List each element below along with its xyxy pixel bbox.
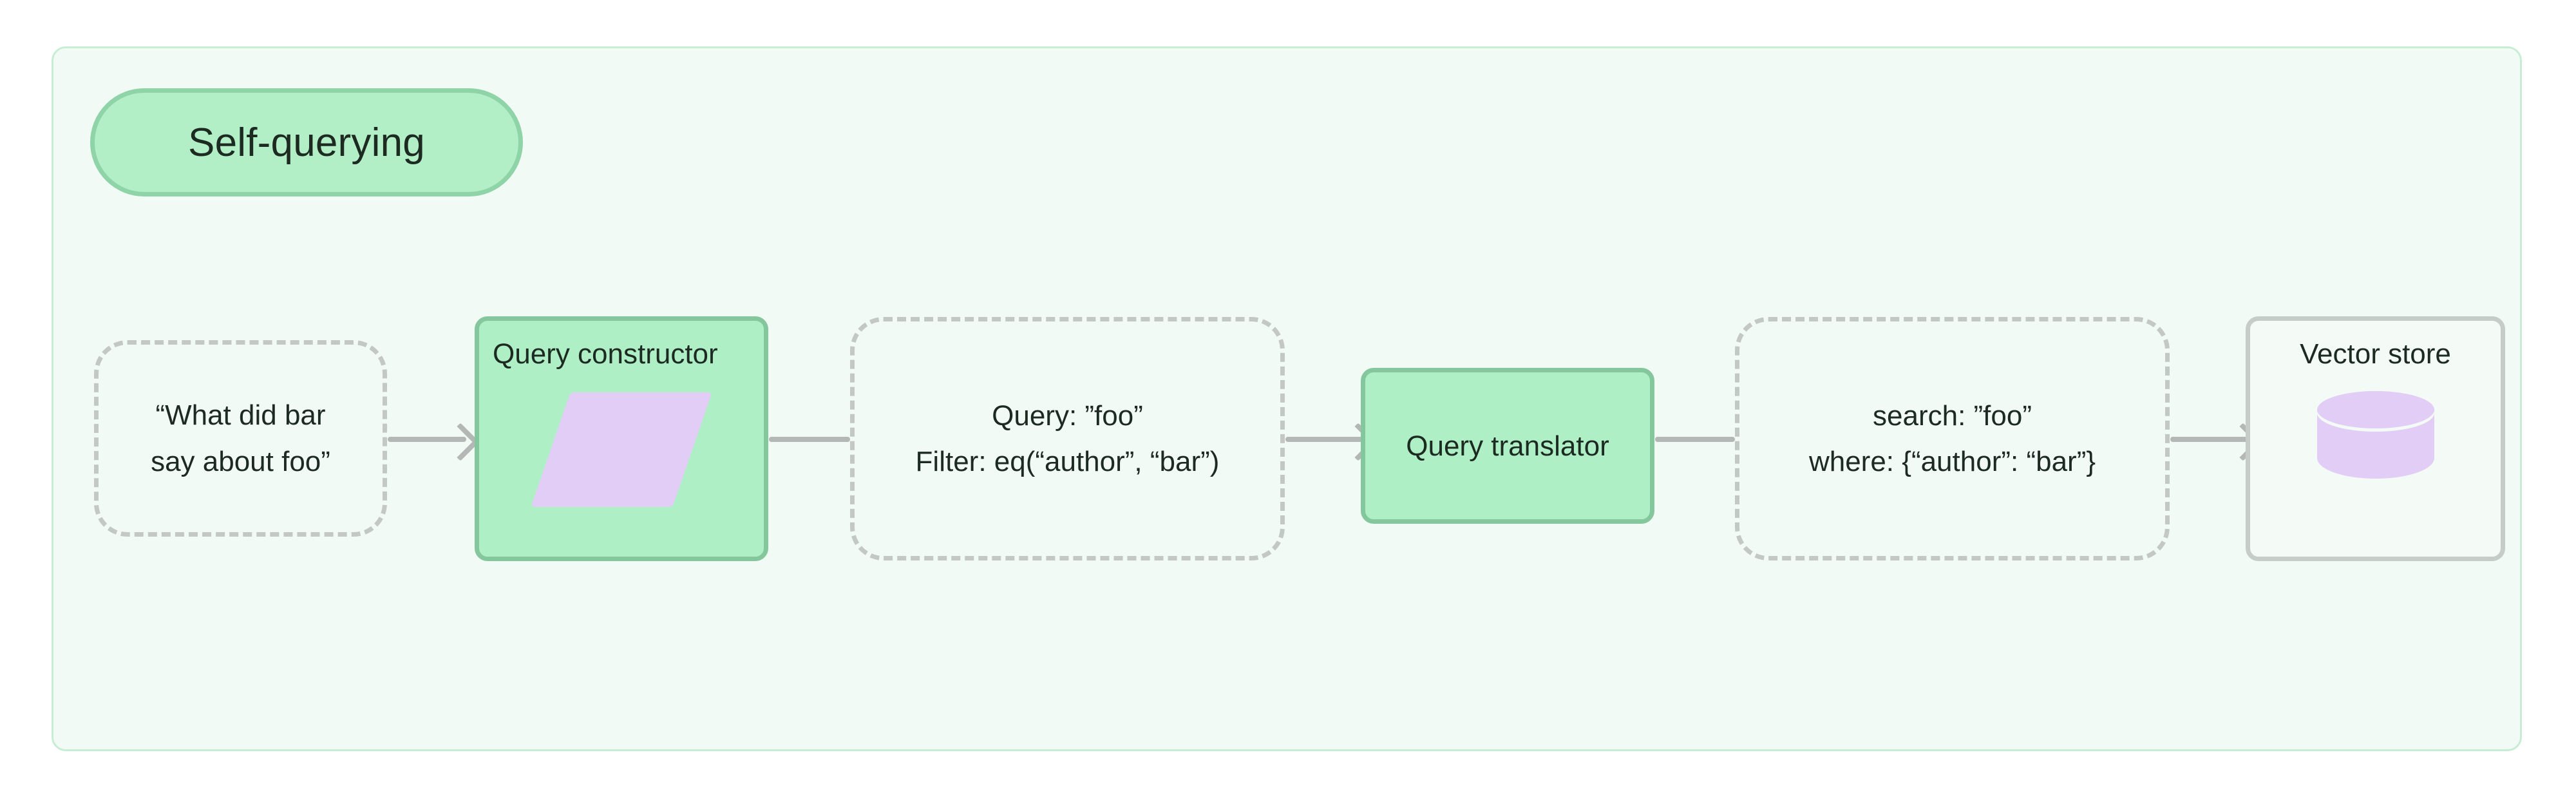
edge-user-question-to-query-constructor <box>388 437 466 442</box>
query-constructor-label: Query constructor <box>493 338 718 370</box>
node-structured-query[interactable]: Query: ”foo” Filter: eq(“author”, “bar”) <box>850 317 1285 560</box>
node-query-translator[interactable]: Query translator <box>1361 368 1654 524</box>
node-native-query[interactable]: search: ”foo” where: {“author”: “bar”} <box>1735 317 2170 560</box>
parallelogram-icon <box>531 392 712 507</box>
vector-store-label: Vector store <box>2300 338 2451 370</box>
cylinder-top <box>2316 391 2434 428</box>
subgraph-title-label: Self-querying <box>188 120 425 165</box>
user-question-line-1: “What did bar <box>155 399 326 432</box>
native-query-line-1: search: ”foo” <box>1873 399 2032 432</box>
query-translator-label: Query translator <box>1406 430 1609 462</box>
node-user-question[interactable]: “What did bar say about foo” <box>94 340 387 537</box>
edge-query-constructor-to-structured-query <box>769 437 850 442</box>
native-query-line-2: where: {“author”: “bar”} <box>1808 446 2096 477</box>
edge-structured-query-to-query-translator <box>1285 437 1364 442</box>
node-query-constructor[interactable]: Query constructor <box>475 316 768 561</box>
node-vector-store[interactable]: Vector store <box>2246 316 2505 561</box>
edge-native-query-to-vector-store <box>2170 437 2249 442</box>
user-question-line-2: say about foo” <box>151 445 330 477</box>
database-cylinder-icon <box>2316 391 2434 488</box>
structured-query-line-1: Query: ”foo” <box>992 399 1143 432</box>
structured-query-line-2: Filter: eq(“author”, “bar”) <box>915 446 1220 477</box>
subgraph-title-pill: Self-querying <box>90 88 523 196</box>
edge-query-translator-to-native-query <box>1655 437 1735 442</box>
